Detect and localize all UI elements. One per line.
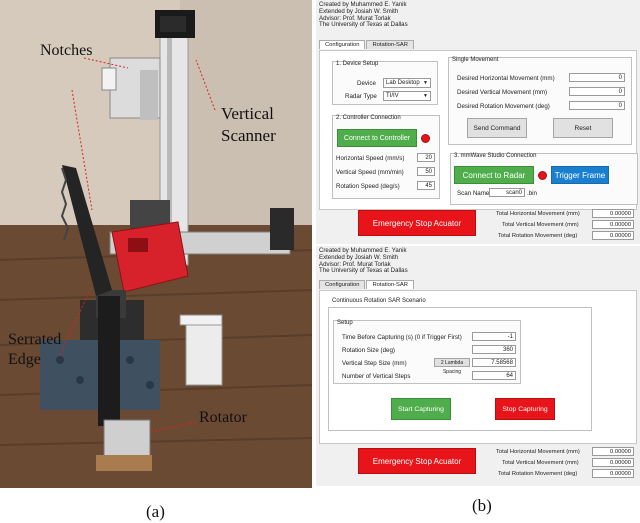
credit-line: Advisor: Prof. Murat Torlak	[319, 14, 391, 22]
credit-line: The University of Texas at Dallas	[319, 267, 408, 275]
total-horizontal-label: Total Horizontal Movement (mm)	[496, 449, 580, 455]
caption-a: (a)	[146, 502, 165, 521]
num-vertical-steps-input[interactable]: 64	[472, 371, 516, 380]
desired-vertical-label: Desired Vertical Movement (mm)	[457, 89, 548, 96]
rotation-size-input[interactable]: 360	[472, 345, 516, 354]
configuration-panel: 1. Device Setup Device Lab Desktop ▼ Rad…	[319, 50, 638, 210]
tab-bar: Configuration Rotation-SAR	[319, 40, 415, 49]
credit-line: The University of Texas at Dallas	[319, 21, 408, 29]
radar-type-select[interactable]: TI/IV ▼	[383, 91, 431, 101]
credit-line: Created by Muhammed E. Yanik	[319, 247, 407, 254]
scanner-illustration	[0, 0, 312, 488]
connect-controller-button[interactable]: Connect to Controller	[337, 129, 417, 147]
vertical-speed-label: Vertical Speed (mm/min)	[336, 169, 404, 176]
rotation-scenario-group: Continuous Rotation SAR Scenario Setup T…	[328, 298, 592, 431]
credit-line: Advisor: Prof. Murat Torlak	[319, 260, 391, 268]
single-movement-title: Single Movement	[452, 57, 499, 63]
rotation-speed-input[interactable]: 45	[417, 181, 435, 190]
device-select[interactable]: Lab Desktop ▼	[383, 78, 431, 88]
total-vertical-label: Total Vertical Movement (mm)	[502, 460, 579, 466]
credit-line: Extended by Josiah W. Smith	[319, 7, 399, 15]
desired-vertical-input[interactable]: 0	[569, 87, 625, 96]
mmwave-studio-group: 3. mmWave Studio Connection Connect to R…	[450, 153, 638, 205]
radar-type-select-value: TI/IV	[386, 93, 399, 99]
radar-status-indicator	[538, 171, 547, 180]
trigger-frame-button[interactable]: Trigger Frame	[551, 166, 609, 184]
chevron-down-icon: ▼	[423, 93, 428, 99]
scan-extension-label: .bin	[527, 190, 537, 197]
tab-configuration[interactable]: Configuration	[319, 280, 366, 289]
mmwave-studio-title: 3. mmWave Studio Connection	[454, 153, 537, 159]
annotation-serrated-line2: Edge	[8, 351, 41, 368]
time-before-capturing-input[interactable]: -1	[472, 332, 516, 341]
total-rotation-label: Total Rotation Movement (deg)	[498, 471, 578, 477]
rotation-speed-label: Rotation Speed (deg/s)	[336, 183, 400, 190]
annotation-vertical-scanner: Vertical Scanner	[221, 103, 276, 147]
send-command-button[interactable]: Send Command	[467, 118, 527, 138]
single-movement-group: Single Movement Desired Horizontal Movem…	[448, 57, 632, 145]
annotation-notches: Notches	[40, 42, 93, 59]
controller-group: 2. Controller Connection Connect to Cont…	[332, 115, 440, 199]
desired-horizontal-input[interactable]: 0	[569, 73, 625, 82]
vertical-step-size-label: Vertical Step Size (mm)	[342, 360, 407, 367]
device-setup-group: 1. Device Setup Device Lab Desktop ▼ Rad…	[332, 61, 438, 105]
device-select-value: Lab Desktop	[386, 80, 420, 86]
num-vertical-steps-label: Number of Vertical Steps	[342, 373, 411, 380]
desired-rotation-input[interactable]: 0	[569, 101, 625, 110]
total-horizontal-value: 0.00000	[592, 447, 634, 456]
credits: Created by Muhammed E. Yanik Extended by…	[319, 1, 408, 29]
total-vertical-label: Total Vertical Movement (mm)	[502, 222, 579, 228]
annotation-rotator: Rotator	[199, 409, 247, 426]
radar-type-label: Radar Type	[345, 93, 377, 100]
total-vertical-value: 0.00000	[592, 220, 634, 229]
total-rotation-value: 0.00000	[592, 469, 634, 478]
connect-radar-button[interactable]: Connect to Radar	[454, 166, 534, 184]
rotation-sar-panel: Continuous Rotation SAR Scenario Setup T…	[319, 290, 637, 444]
stop-capturing-button[interactable]: Stop Capturing	[495, 398, 555, 420]
credit-line: Extended by Josiah W. Smith	[319, 253, 399, 261]
horizontal-speed-label: Horizontal Speed (mm/s)	[336, 155, 405, 162]
rotation-size-label: Rotation Size (deg)	[342, 347, 395, 354]
horizontal-speed-input[interactable]: 20	[417, 153, 435, 162]
device-label: Device	[357, 80, 376, 87]
tab-bar: Configuration Rotation-SAR	[319, 280, 415, 289]
chevron-down-icon: ▼	[423, 80, 428, 86]
annotation-serrated-line1: Serrated	[8, 331, 62, 348]
annotation-vertical-line2: Scanner	[221, 126, 276, 145]
lambda-spacing-button[interactable]: 2 Lambda Spacing	[434, 358, 470, 375]
rotation-sar-window: Created by Muhammed E. Yanik Extended by…	[316, 246, 640, 486]
credits: Created by Muhammed E. Yanik Extended by…	[319, 247, 408, 275]
desired-horizontal-label: Desired Horizontal Movement (mm)	[457, 75, 555, 82]
total-horizontal-value: 0.00000	[592, 209, 634, 218]
start-capturing-button[interactable]: Start Capturing	[391, 398, 451, 420]
setup-group: Setup Time Before Capturing (s) (0 if Tr…	[333, 320, 521, 384]
setup-title: Setup	[337, 320, 353, 326]
device-setup-title: 1. Device Setup	[336, 61, 379, 67]
total-rotation-value: 0.00000	[592, 231, 634, 240]
vertical-speed-input[interactable]: 50	[417, 167, 435, 176]
desired-rotation-label: Desired Rotation Movement (deg)	[457, 103, 550, 110]
scanner-photo: Notches Vertical Scanner Serrated Edge R…	[0, 0, 312, 488]
total-vertical-value: 0.00000	[592, 458, 634, 467]
time-before-capturing-label: Time Before Capturing (s) (0 if Trigger …	[342, 334, 462, 341]
tab-configuration[interactable]: Configuration	[319, 40, 366, 49]
vertical-step-size-input[interactable]: 7.58568	[472, 358, 516, 367]
controller-status-indicator	[421, 134, 430, 143]
scan-name-input[interactable]: scan0	[489, 188, 525, 197]
emergency-stop-button[interactable]: Emergency Stop Acuator	[358, 448, 476, 474]
caption-b: (b)	[472, 496, 492, 515]
annotation-serrated-edge: Serrated Edge	[8, 330, 61, 370]
rotation-scenario-title: Continuous Rotation SAR Scenario	[332, 298, 426, 304]
reset-button[interactable]: Reset	[553, 118, 613, 138]
total-rotation-label: Total Rotation Movement (deg)	[498, 233, 578, 239]
configuration-window: Created by Muhammed E. Yanik Extended by…	[316, 0, 640, 244]
total-horizontal-label: Total Horizontal Movement (mm)	[496, 211, 580, 217]
controller-title: 2. Controller Connection	[336, 115, 401, 121]
emergency-stop-button[interactable]: Emergency Stop Acuator	[358, 210, 476, 236]
scan-name-label: Scan Name	[457, 190, 490, 197]
tab-rotation-sar[interactable]: Rotation-SAR	[366, 280, 414, 289]
annotation-vertical-line1: Vertical	[221, 104, 274, 123]
tab-rotation-sar[interactable]: Rotation-SAR	[366, 40, 414, 49]
credit-line: Created by Muhammed E. Yanik	[319, 1, 407, 8]
